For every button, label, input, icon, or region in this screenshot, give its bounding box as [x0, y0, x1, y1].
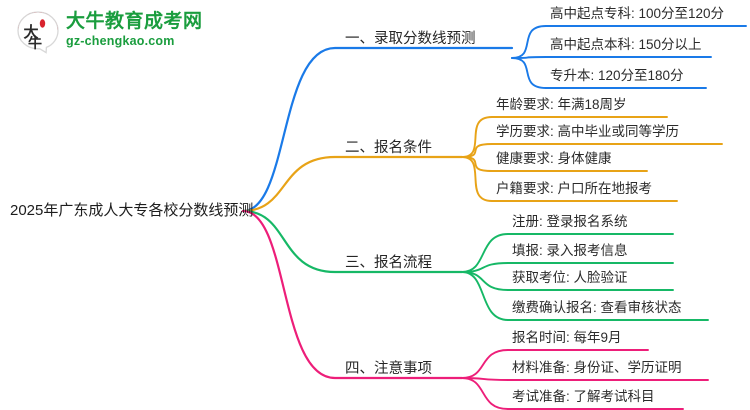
connector-line: [461, 271, 509, 321]
mindmap-leaf-node[interactable]: 健康要求: 身体健康: [496, 151, 612, 166]
svg-text:牛: 牛: [28, 35, 42, 52]
connector-line: [461, 349, 509, 379]
logo-site-url: gz-chengkao.com: [66, 34, 175, 48]
daniu-logo-icon: 大 牛: [17, 11, 59, 54]
mindmap-leaf-node[interactable]: 缴费确认报名: 查看审核状态: [512, 300, 682, 315]
mindmap-leaf-node[interactable]: 报名时间: 每年9月: [512, 330, 622, 345]
connector-line: [461, 377, 509, 381]
mindmap-leaf-node[interactable]: 年龄要求: 年满18周岁: [496, 97, 627, 112]
mindmap-branch-node[interactable]: 一、录取分数线预测: [345, 31, 476, 47]
mindmap-leaf-node[interactable]: 材料准备: 身份证、学历证明: [512, 360, 682, 375]
mindmap-leaf-node[interactable]: 户籍要求: 户口所在地报考: [496, 181, 653, 196]
mindmap-leaf-node[interactable]: 注册: 登录报名系统: [512, 214, 628, 229]
mindmap-leaf-node[interactable]: 专升本: 120分至180分: [550, 68, 684, 83]
connector-line: [461, 116, 493, 158]
connector-line: [461, 233, 509, 273]
mindmap-leaf-node[interactable]: 高中起点本科: 150分以上: [550, 37, 702, 52]
connector-line: [511, 57, 547, 89]
connector-line: [461, 377, 509, 410]
logo-site-title: 大牛教育成考网: [66, 11, 203, 32]
mindmap-root-node[interactable]: 2025年广东成人大专各校分数线预测: [10, 202, 254, 219]
connector-line: [461, 143, 493, 158]
connector-line: [461, 156, 493, 172]
connector-line: [461, 156, 493, 202]
site-logo: 大 牛 大牛教育成考网 gz-chengkao.com: [16, 8, 216, 58]
connector-line: [241, 209, 464, 380]
connector-line: [461, 271, 509, 291]
connector-line: [241, 155, 464, 213]
mindmap-leaf-node[interactable]: 填报: 录入报考信息: [512, 243, 628, 258]
connector-line: [461, 262, 509, 273]
mindmap-branch-node[interactable]: 二、报名条件: [345, 140, 432, 156]
svg-text:大: 大: [23, 23, 38, 41]
mindmap-branch-node[interactable]: 三、报名流程: [345, 255, 432, 271]
connector-line: [511, 56, 547, 59]
connector-line: [511, 25, 547, 59]
mindmap-branch-node[interactable]: 四、注意事项: [345, 361, 432, 377]
mindmap-leaf-node[interactable]: 获取考位: 人脸验证: [512, 270, 628, 285]
connector-line: [241, 46, 514, 213]
mindmap-leaf-node[interactable]: 考试准备: 了解考试科目: [512, 389, 655, 404]
mindmap-leaf-node[interactable]: 学历要求: 高中毕业或同等学历: [496, 124, 680, 139]
mindmap-leaf-node[interactable]: 高中起点专科: 100分至120分: [550, 6, 725, 21]
logo-text-group: 大牛教育成考网 gz-chengkao.com: [66, 11, 203, 49]
